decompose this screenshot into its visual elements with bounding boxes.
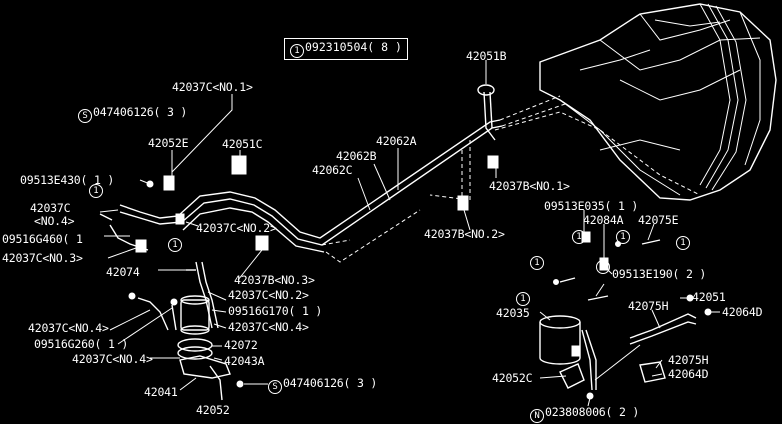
part-label: 42052C — [492, 371, 533, 385]
part-label: 42075E — [638, 213, 679, 227]
part-label: 42074 — [106, 265, 140, 279]
fuel-tank-drawing — [539, 3, 777, 201]
part-label: 42037C — [30, 201, 71, 215]
part-number: 047406126( 3 ) — [93, 105, 188, 119]
part-label: 42041 — [144, 385, 178, 399]
ref-mark-1: 1 — [168, 238, 182, 252]
fuel-lines — [119, 91, 701, 263]
part-label: 42037C<NO.2> — [196, 221, 277, 235]
part-label: 09513E190( 2 ) — [612, 267, 707, 281]
ref-mark-1: 1 — [676, 236, 690, 250]
header-part-code: 092310504( 8 ) — [305, 40, 402, 54]
ref-mark-1: 1 — [616, 230, 630, 244]
part-label: 42037C<NO.2> — [228, 288, 309, 302]
part-label: 42037B<NO.1> — [489, 179, 570, 193]
ref-mark-1: 1 — [530, 256, 544, 270]
part-label: 42051C — [222, 137, 263, 151]
part-label: 42037C<NO.4> — [228, 320, 309, 334]
part-label: 42072 — [224, 338, 258, 352]
circled-s-mark: S — [268, 380, 282, 394]
part-label: 42037B<NO.3> — [234, 273, 315, 287]
part-number: 047406126( 3 ) — [283, 376, 378, 390]
part-number: 023808006( 2 ) — [545, 405, 640, 419]
circled-s-mark: S — [78, 109, 92, 123]
part-label: 42064D — [722, 305, 763, 319]
part-label: 09513E035( 1 ) — [544, 199, 639, 213]
part-label: 42064D — [668, 367, 709, 381]
part-label: 42075H — [668, 353, 709, 367]
part-label: 42075H — [628, 299, 669, 313]
ref-mark-1: 1 — [89, 184, 103, 198]
part-label: 42062C — [312, 163, 353, 177]
part-label: 09513E430( 1 ) — [20, 173, 115, 187]
part-label: 42052E — [148, 136, 189, 150]
part-label: 42035 — [496, 306, 530, 320]
part-label: 42037C<NO.4> — [28, 321, 109, 335]
part-label: 42062A — [376, 134, 417, 148]
part-label: 42051 — [692, 290, 726, 304]
ref-mark-1: 1 — [572, 230, 586, 244]
part-label: 42037C<NO.3> — [2, 251, 83, 265]
part-label: 42062B — [336, 149, 377, 163]
leader-lines — [99, 60, 720, 407]
part-label: <NO.4> — [34, 214, 75, 228]
part-label: 42052 — [196, 403, 230, 417]
part-label: 42051B — [466, 49, 507, 63]
ref-mark-1: 1 — [516, 292, 530, 306]
left-hose-parts — [99, 155, 499, 401]
part-label: 09516G170( 1 ) — [228, 304, 323, 318]
part-label: 42037C<NO.4> — [72, 352, 153, 366]
part-label: 09516G260( 1 ) — [34, 337, 129, 351]
circled-1-mark: 1 — [290, 44, 304, 58]
part-label: 42084A — [583, 213, 624, 227]
part-label: 42037C<NO.1> — [172, 80, 253, 94]
ref-mark-1: 1 — [596, 260, 610, 274]
part-label: 09516G460( 1 — [2, 232, 83, 246]
part-label: 42037B<NO.2> — [424, 227, 505, 241]
circled-n-mark: N — [530, 409, 544, 423]
part-label: 42043A — [224, 354, 265, 368]
